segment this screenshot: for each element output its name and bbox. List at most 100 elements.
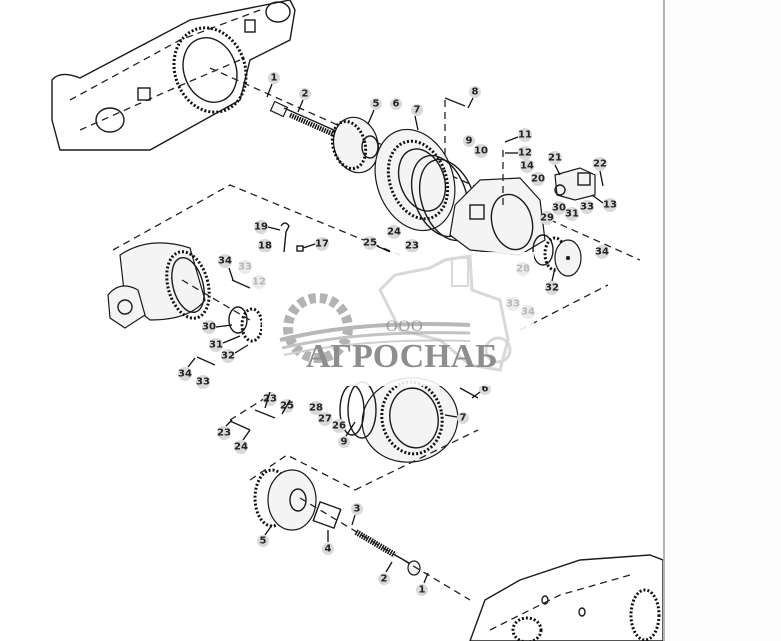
callout-34: 34 [595,245,609,259]
svg-text:2: 2 [381,574,388,585]
svg-text:5: 5 [373,99,380,110]
svg-text:11: 11 [518,130,532,141]
svg-text:3: 3 [354,504,361,515]
svg-text:31: 31 [209,340,223,351]
callout-21: 21 [548,151,562,165]
callout-2: 2 [378,573,390,585]
watermark-company-name: АГРОСНАБ [306,338,498,375]
callout-31: 31 [565,207,579,221]
watermark-company-prefix: ООО [386,318,424,335]
callouts-lower: 6 7 23 25 28 27 26 9 23 24 3 4 5 2 1 [217,383,491,596]
callout-26: 26 [332,419,346,433]
side-pane-blank [665,0,781,641]
svg-text:6: 6 [393,99,400,110]
svg-text:27: 27 [318,414,332,425]
axis-line-middle [181,279,251,321]
axis-line-upper [209,67,641,261]
callout-11: 11 [518,128,532,142]
callout-5: 5 [370,98,382,110]
callout-24: 24 [387,225,401,239]
planetary-carrier-lower [249,454,356,531]
svg-text:21: 21 [548,153,562,164]
callouts-faded: 12 28 33 34 [252,262,535,319]
svg-text:29: 29 [540,213,554,224]
svg-text:2: 2 [302,89,309,100]
callouts-middle: 19 18 17 25 24 23 34 33 30 31 32 34 33 [178,220,419,389]
svg-text:20: 20 [531,174,545,185]
svg-text:24: 24 [234,442,248,453]
svg-text:1: 1 [419,585,426,596]
svg-text:23: 23 [263,394,277,405]
callout-28: 28 [516,262,530,276]
callout-17: 17 [315,237,329,251]
svg-text:30: 30 [202,322,216,333]
svg-text:33: 33 [196,377,210,388]
callout-20: 20 [531,172,545,186]
watermark-graphic: 12 28 33 34 [252,254,535,372]
svg-text:9: 9 [341,437,348,448]
callout-2: 2 [299,88,311,100]
svg-text:34: 34 [218,256,232,267]
svg-text:5: 5 [260,536,267,547]
callout-31: 31 [209,338,223,352]
callout-8: 8 [469,86,481,98]
svg-text:17: 17 [315,239,329,250]
callout-34: 34 [218,254,232,268]
svg-text:24: 24 [387,227,401,238]
callout-23: 23 [405,239,419,253]
callout-13: 13 [603,198,617,212]
callout-1: 1 [416,584,428,596]
callout-19: 19 [254,220,268,234]
callout-9: 9 [338,436,350,448]
svg-text:6: 6 [482,384,489,395]
combine-harvester-icon [378,254,512,372]
svg-text:13: 13 [603,200,617,211]
callout-1: 1 [268,72,280,84]
svg-text:34: 34 [178,369,192,380]
dipstick-19 [280,222,290,253]
callout-7: 7 [457,412,469,424]
diagram-pane: 1 2 5 6 7 8 9 10 11 12 14 21 22 20 13 33… [51,0,663,641]
svg-text:14: 14 [520,161,534,172]
svg-text:33: 33 [238,262,252,273]
callout-34: 34 [521,305,535,319]
planetary-carrier-upper [330,116,380,174]
callout-33: 33 [238,260,252,274]
svg-text:22: 22 [593,159,607,170]
gear-housing [449,150,546,256]
callout-5: 5 [257,535,269,547]
callouts-upper: 1 2 5 6 7 8 9 10 11 12 14 21 22 20 13 33… [268,72,617,295]
callout-30: 30 [552,201,566,215]
callout-23: 23 [217,426,231,440]
svg-text:1: 1 [271,73,278,84]
svg-text:23: 23 [405,241,419,252]
callout-33: 33 [506,297,520,311]
svg-text:28: 28 [516,264,530,275]
shaft-upper [269,100,337,138]
svg-text:12: 12 [252,277,266,288]
pane-divider[interactable] [663,0,665,641]
callout-27: 27 [318,412,332,426]
plug-17 [296,245,304,252]
svg-text:10: 10 [474,146,488,157]
callout-22: 22 [593,157,607,171]
svg-text:31: 31 [565,209,579,220]
leader-lines [187,83,604,584]
ring-gear-upper [374,128,456,232]
svg-text:28: 28 [309,403,323,414]
callout-34: 34 [178,367,192,381]
svg-text:34: 34 [595,247,609,258]
svg-text:19: 19 [254,222,268,233]
parts-diagram: 1 2 5 6 7 8 9 10 11 12 14 21 22 20 13 33… [51,0,663,641]
svg-text:26: 26 [332,421,346,432]
callout-12: 12 [252,275,266,289]
callout-29: 29 [540,211,554,225]
seal-kit-4 [312,500,342,530]
svg-text:33: 33 [506,299,520,310]
svg-text:30: 30 [552,203,566,214]
callout-3: 3 [351,503,363,515]
callout-6: 6 [390,98,402,110]
pin-33 [196,356,216,366]
callout-14: 14 [520,159,534,173]
